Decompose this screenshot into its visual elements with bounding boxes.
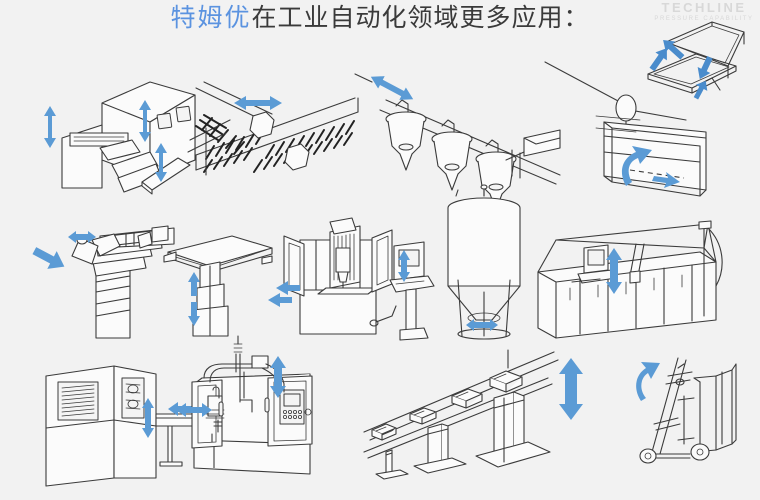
arrow-vertical-left: [44, 106, 56, 148]
arrow-cabinet-vertical: [270, 356, 286, 398]
arrow-arm-horizontal: [68, 231, 96, 243]
arrow-cnc-left-2: [268, 293, 292, 307]
arrow-conveyor-stand-vertical: [559, 358, 583, 420]
arrow-cabinet-horizontal: [176, 403, 212, 417]
arrow-silo-horizontal: [466, 319, 498, 331]
illustration-elevated-conveyor-stands: [363, 349, 583, 480]
illustration-overhead-hopper-conveyor: [354, 73, 561, 211]
arrow-console-vertical: [398, 250, 410, 282]
arrow-curved-panel: [621, 146, 652, 186]
illustration-hoist-crane-panel: [544, 61, 707, 197]
arrow-press-2: [649, 48, 667, 72]
title-rest: 在工业自动化领域更多应用：: [251, 3, 590, 32]
page-title: 特姆优在工业自动化领域更多应用：: [0, 2, 760, 34]
arrow-press-1: [663, 39, 685, 60]
illustration-cnc-machining-center: [268, 217, 435, 341]
arrow-horizontal-conveyor: [234, 96, 282, 110]
arrow-lift-up: [188, 272, 200, 296]
illustration-storage-silo: [447, 184, 521, 340]
arrow-conveyor-vertical: [142, 398, 154, 438]
arrow-diagonal-hopper-line: [370, 76, 414, 100]
illustration-control-cabinets: [176, 335, 313, 475]
arrow-curved-trolley: [636, 362, 660, 401]
illustration-lift-table: [163, 235, 273, 337]
arrow-press-4: [693, 80, 708, 100]
arrow-vertical-mid: [139, 100, 151, 142]
illustration-roller-conveyor-packages: [187, 81, 359, 176]
arrow-press-3: [697, 56, 713, 80]
arrow-panel-right: [652, 172, 680, 188]
arrow-vertical-right: [155, 143, 167, 182]
brand-name: 特姆优: [170, 3, 252, 32]
arrow-lift-down: [188, 302, 200, 326]
arrow-oven-vertical: [606, 248, 622, 294]
illustration-robotic-arm-column: [32, 225, 175, 339]
illustration-cabinet-conveyor-line: [45, 365, 249, 487]
arrow-cnc-left-1: [276, 281, 300, 295]
illustration-press-brake-top-right: [647, 21, 745, 100]
illustration-reflow-oven-bench: [537, 220, 723, 339]
illustration-label-printing-machine: [44, 81, 196, 195]
arrow-arm-diagonal: [32, 247, 65, 269]
illustration-hand-truck-trolley: [636, 357, 737, 464]
